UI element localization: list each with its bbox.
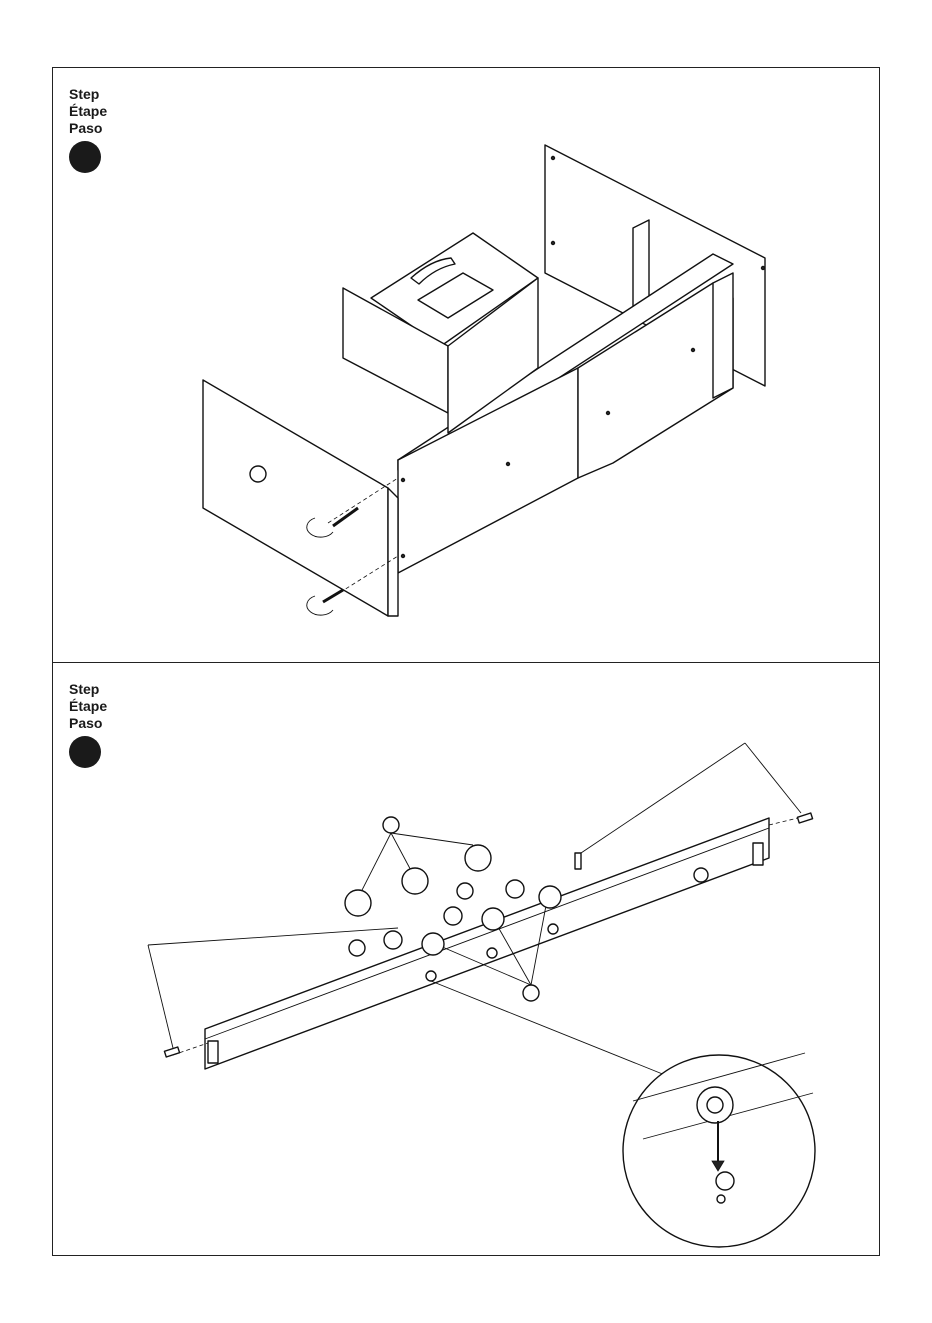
cabinet-assembly-illustration (53, 68, 879, 662)
left-end-panel (203, 380, 388, 616)
cam-cap-3 (539, 886, 561, 908)
screw-2 (323, 590, 343, 602)
callout-screw (349, 940, 365, 956)
cam-cap-1 (422, 933, 444, 955)
cam-lock-1 (345, 890, 371, 916)
rail-fittings-illustration (53, 663, 879, 1255)
dowel-left (164, 1047, 179, 1057)
right-end-leg (713, 273, 733, 398)
callout-bolts (457, 883, 473, 899)
step-panel-2: Step Étape Paso (52, 662, 880, 1256)
step-panel-1: Step Étape Paso (52, 67, 880, 663)
cam-lock-3 (465, 845, 491, 871)
handle-hole (250, 466, 266, 482)
callout-cam-locks (383, 817, 399, 833)
vertical-divider (633, 220, 649, 308)
cam-lock-2 (402, 868, 428, 894)
callout-caps (523, 985, 539, 1001)
cam-cap-2 (482, 908, 504, 930)
detail-cam-lock (716, 1172, 734, 1190)
dowel-upright (575, 853, 581, 869)
dowel-right (797, 813, 812, 823)
